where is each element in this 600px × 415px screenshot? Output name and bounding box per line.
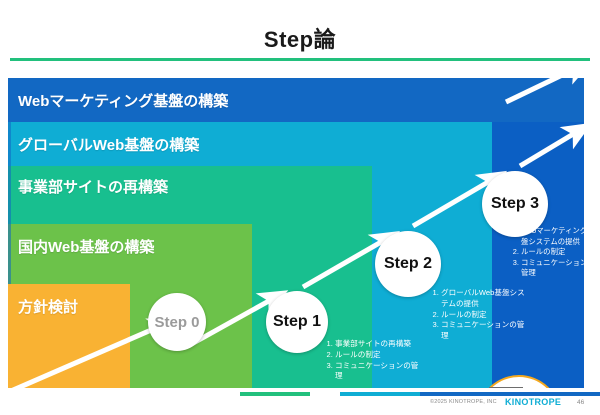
band-policy-review: 方針検討 — [8, 284, 130, 388]
step-label-1: Step 1 — [272, 313, 321, 330]
copyright-text: ©2025 KINOTROPE, INC — [430, 399, 497, 405]
band-label-1: 国内Web基盤の構築 — [18, 239, 155, 256]
page-title: Step論 — [263, 27, 337, 52]
note-item: 事業部サイトの再構築 — [335, 339, 422, 350]
note-item: ルールの制定 — [521, 247, 584, 258]
note-item: Webマーケティング基盤システムの提供 — [521, 226, 584, 247]
band-web-marketing: Webマーケティング基盤の構築 — [8, 78, 584, 122]
note-item: グローバルWeb基盤システムの提供 — [441, 288, 526, 310]
step-label-0: Step 0 — [154, 313, 200, 331]
notes-step2: 事業部サイトの再構築 ルールの制定 コミュニケーションの管理 — [322, 339, 422, 382]
band-label-3: グローバルWeb基盤の構築 — [18, 136, 200, 154]
footer-bar-segment — [240, 392, 310, 396]
band-label-2: 事業部サイトの再構築 — [18, 179, 169, 196]
step-label-3: Step 3 — [490, 195, 539, 212]
footer-bar-segment — [340, 392, 420, 396]
note-item: コミュニケーションの管理 — [521, 258, 584, 279]
step-bubble-3[interactable]: Step 3 — [482, 171, 548, 237]
band-label-4: Webマーケティング基盤の構築 — [18, 92, 229, 110]
footer-bar-segment — [420, 392, 600, 396]
platform-cards-icon — [489, 387, 553, 388]
band-global-web: グローバルWeb基盤の構築 — [8, 122, 492, 166]
step-bubble-1[interactable]: Step 1 — [266, 291, 328, 353]
footer-bar-segment — [310, 392, 340, 396]
step-bubble-0[interactable]: Step 0 — [148, 293, 206, 351]
note-item: ルールの制定 — [335, 350, 422, 361]
brand-logo: KINOTROPE — [505, 397, 562, 407]
footer-color-bar — [0, 392, 600, 396]
band-division-site: 事業部サイトの再構築 — [8, 166, 372, 224]
note-item: コミュニケーションの管理 — [335, 361, 422, 383]
notes-step3: グローバルWeb基盤システムの提供 ルールの制定 コミュニケーションの管理 — [428, 288, 526, 342]
note-item: コミュニケーションの管理 — [441, 320, 526, 342]
step-bubble-2[interactable]: Step 2 — [375, 231, 441, 297]
step-label-2: Step 2 — [383, 255, 432, 272]
title-divider — [10, 58, 590, 61]
staircase-diagram: Webマーケティング基盤の構築 グローバルWeb基盤の構築 事業部サイトの再構築… — [8, 78, 584, 388]
band-label-0: 方針検討 — [18, 299, 79, 316]
page-number: 46 — [577, 399, 585, 406]
band-domestic-web: 国内Web基盤の構築 — [8, 224, 252, 284]
footer-bar-segment — [0, 392, 240, 396]
notes-step4: Webマーケティング基盤システムの提供 ルールの制定 コミュニケーションの管理 — [508, 226, 584, 279]
left-spine — [8, 78, 11, 284]
platform-card-1 — [489, 387, 523, 388]
note-item: ルールの制定 — [441, 310, 526, 321]
